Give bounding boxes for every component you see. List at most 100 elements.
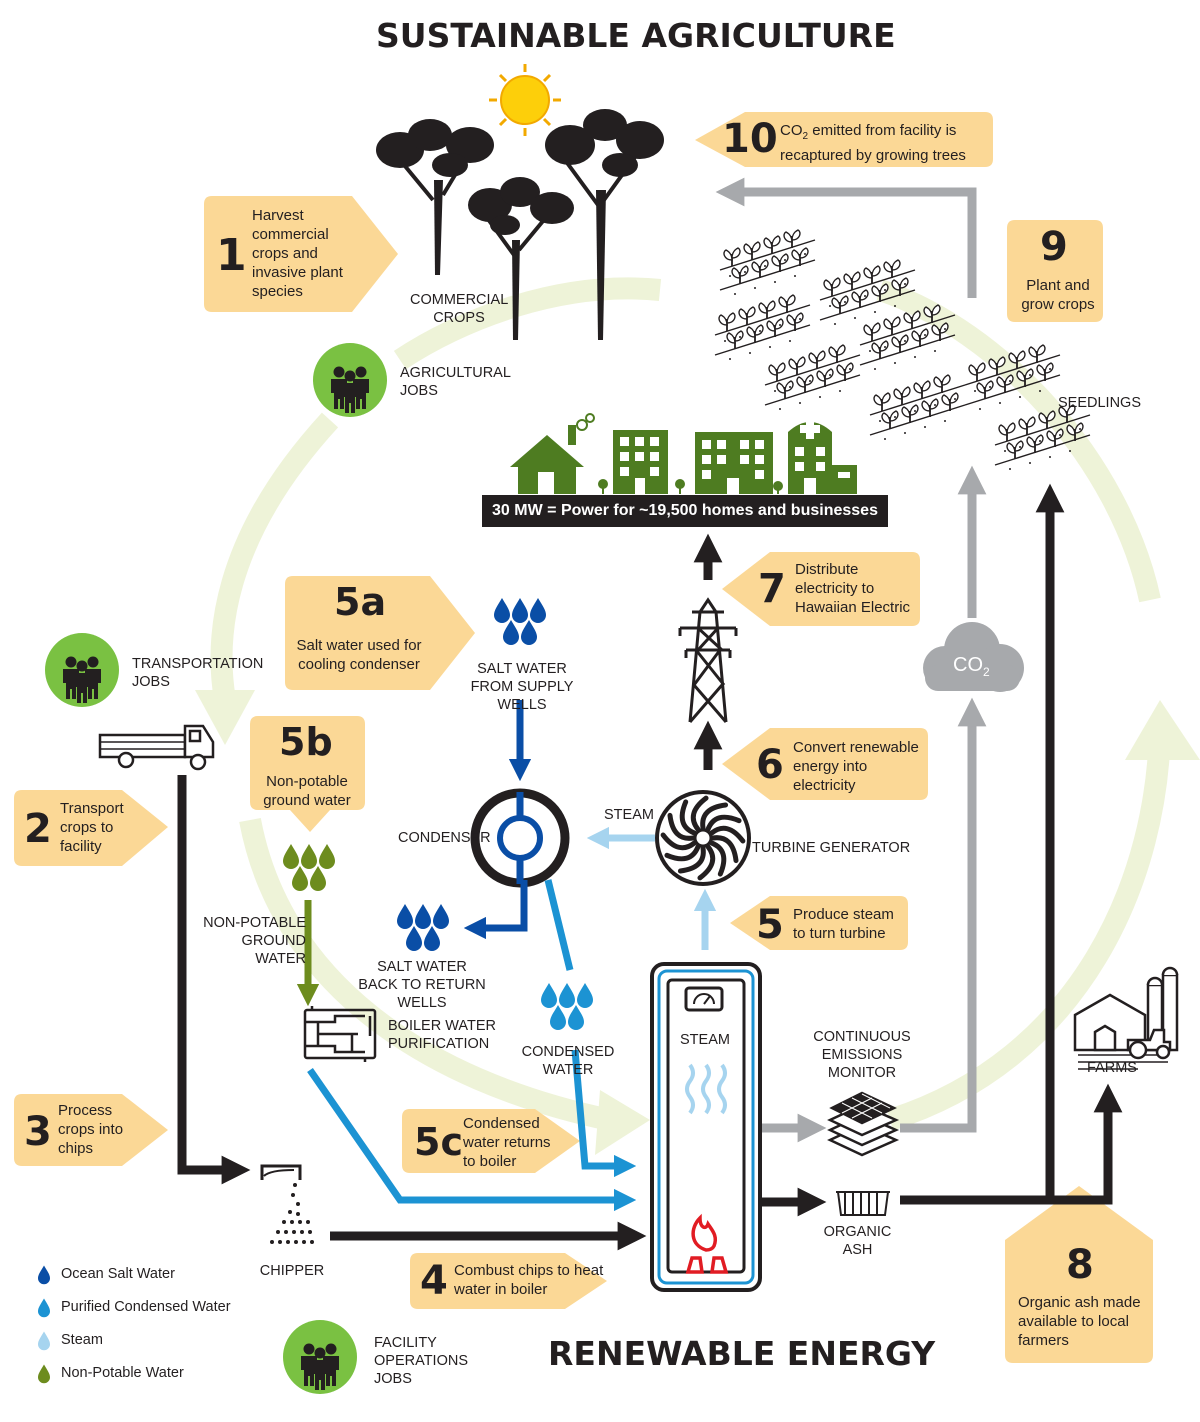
legend-swatches [38,1265,50,1384]
turbine-blade [710,835,739,864]
turbine-blade [690,795,709,832]
truck-icon [98,724,215,771]
cycle-ring-arrowheads [195,690,1200,1155]
turbine-blade [679,799,697,836]
co2-cloud-label: CO2 [953,654,990,679]
co2-arrows [715,177,987,1143]
step-2-text: Transport crops to facility [60,800,124,855]
step-8-number: 8 [1066,1242,1094,1288]
step-5b-text: Non-potable ground water [263,773,351,809]
turbine-blade [664,844,701,862]
step-5a-number: 5a [334,580,387,624]
house-icon [510,413,595,494]
turbine-blade [697,844,716,881]
co2-cloud-icon [923,622,1024,692]
non-potable-ground-water-label: NON-POTABLE GROUND WATER [203,915,306,967]
step-5-number: 5 [756,902,784,948]
step-10-text: CO2 emitted from facility is recaptured … [780,122,966,164]
farms-label: FARMS [1087,1060,1137,1076]
step-2-callout [14,790,168,866]
turbine-blade [709,825,746,844]
step-9-callout [1007,220,1103,322]
turbine-blade [700,802,729,831]
jobs-people-icon [45,343,387,1394]
legend-steam: Steam [61,1332,103,1348]
step-10-callout [695,112,993,167]
turbine-icon [655,790,751,886]
gauge-icon [684,986,724,1012]
organic-ash-label: ORGANIC ASH [823,1224,892,1258]
seedlings-label: SEEDLINGS [1058,395,1141,411]
step-5b-callout [250,716,365,832]
turbine-label: TURBINE GENERATOR [752,840,911,856]
transportation-jobs-label: TRANSPORTATION JOBS [132,656,264,690]
chipper-icon [260,1164,314,1244]
step-1-number: 1 [216,230,247,281]
step-5c-number: 5c [414,1120,463,1164]
agricultural-jobs-label: AGRICULTURAL JOBS [400,365,511,399]
boiler-purification-label: BOILER WATER PURIFICATION [388,1018,496,1052]
chipper-label: CHIPPER [259,1263,325,1279]
emissions-monitor-icon [827,1091,900,1157]
condensed-water-label: CONDENSED WATER [521,1044,615,1078]
turbine-blade [705,814,742,832]
buildings-group [510,413,857,494]
title-sustainable-agriculture: SUSTAINABLE AGRICULTURE [376,16,896,55]
purification-pipes-icon [303,1006,377,1062]
legend-purified-condensed-water: Purified Condensed Water [61,1299,231,1315]
step-5b-number: 5b [279,720,333,764]
turbine-blade [660,832,697,851]
step-6-number: 6 [756,742,784,788]
step-6-callout [722,728,928,800]
step-4-text: Combust chips to heat water in boiler [454,1262,604,1298]
office-building-icon [613,430,668,494]
flame-icon [685,1213,729,1274]
step-5a-callout [285,576,475,690]
step-7-callout [722,552,920,626]
office-building-icon [695,432,773,494]
step-2-number: 2 [24,806,52,852]
step-10-number: 10 [722,116,778,162]
turbine-blade [667,812,696,841]
condenser-icon [470,788,570,888]
sun-icon [489,64,561,136]
water-flows [296,700,717,1212]
step-4-callout [410,1253,607,1309]
step-5-callout [730,896,908,950]
boiler-icon [650,962,762,1292]
step-6-text: Convert renewable energy into electricit… [793,739,919,794]
facility-jobs-label: FACILITY OPERATIONS JOBS [374,1335,468,1387]
steam-arrow-label: STEAM [604,807,654,823]
step-7-number: 7 [758,566,786,612]
step-9-text: Plant and grow crops [1021,277,1095,313]
tractor-icon [1126,1028,1172,1060]
step-9-number: 9 [1040,224,1068,270]
transmission-tower-icon [678,597,738,723]
step-3-number: 3 [24,1109,52,1155]
step-5-text: Produce steam to turn turbine [793,906,894,942]
step-5a-text: Salt water used for cooling condenser [296,637,422,673]
ash-bin-icon [836,1191,890,1216]
turbine-blade [677,845,706,874]
step-3-text: Process crops into chips [58,1102,124,1157]
cems-label: CONTINUOUS EMISSIONS MONITOR [813,1029,911,1081]
salt-water-return-label: SALT WATER BACK TO RETURN WELLS [358,959,486,1011]
salt-water-supply-label: SALT WATER FROM SUPPLY WELLS [470,661,574,713]
commercial-crops-label: COMMERCIAL CROPS [410,292,509,326]
callouts [14,112,1153,1363]
step-3-callout [14,1094,168,1166]
legend-ocean-salt-water: Ocean Salt Water [61,1266,175,1282]
step-8-text: Organic ash made available to local farm… [1018,1294,1141,1349]
condenser-label: CONDENSER [398,830,491,846]
step-1-callout [204,196,398,312]
tree-icon [376,109,664,340]
step-8-callout [1005,1186,1153,1363]
step-7-text: Distribute electricity to Hawaiian Elect… [795,561,911,616]
hospital-icon [788,419,857,494]
step-1-text: Harvest commercial crops and invasive pl… [252,207,343,300]
power-banner: 30 MW = Power for ~19,500 homes and busi… [482,495,888,527]
step-5c-text: Condensed water returns to boiler [463,1115,551,1170]
step-5c-callout [402,1109,580,1173]
turbine-blade [709,840,727,877]
